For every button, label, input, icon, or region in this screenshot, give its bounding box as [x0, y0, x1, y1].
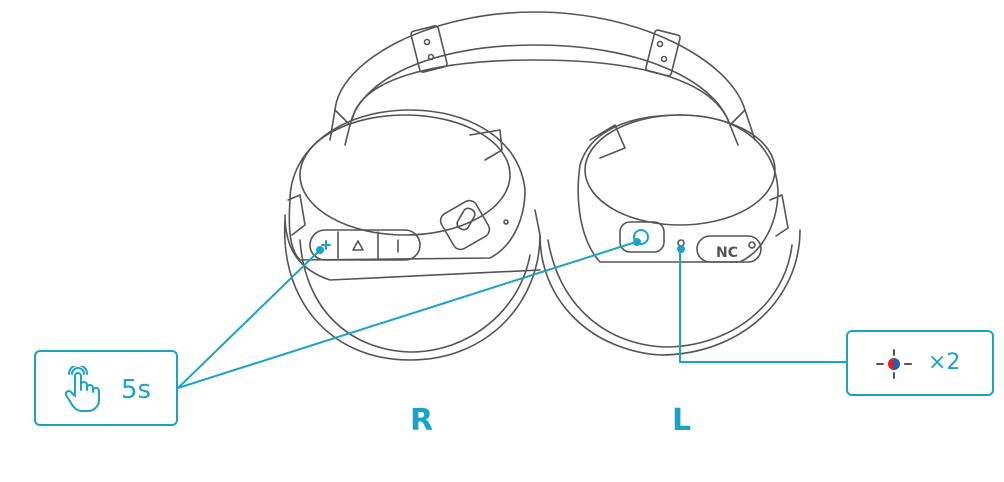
- hold-duration-text: 5s: [121, 375, 152, 405]
- right-side-label: R: [410, 403, 434, 438]
- led-marker: [677, 245, 685, 253]
- vol-button-marker: [316, 246, 324, 254]
- callout-connectors: [177, 241, 846, 389]
- led-blink-callout: ×2: [846, 330, 994, 396]
- nc-label: NC: [716, 245, 738, 261]
- play-triangle-icon: [352, 240, 364, 251]
- plus-icon: [321, 240, 331, 250]
- led-blink-count-text: ×2: [928, 350, 961, 375]
- left-earcup: [539, 114, 801, 356]
- headphones-illustration: [283, 11, 801, 361]
- right-earcup: [283, 109, 541, 361]
- power-button-marker: [633, 238, 641, 246]
- left-side-label: L: [672, 403, 692, 438]
- press-hold-callout: 5s: [34, 350, 178, 426]
- hand-press-icon: [64, 366, 100, 412]
- headband: [334, 11, 746, 126]
- led-blink-icon: [876, 349, 912, 379]
